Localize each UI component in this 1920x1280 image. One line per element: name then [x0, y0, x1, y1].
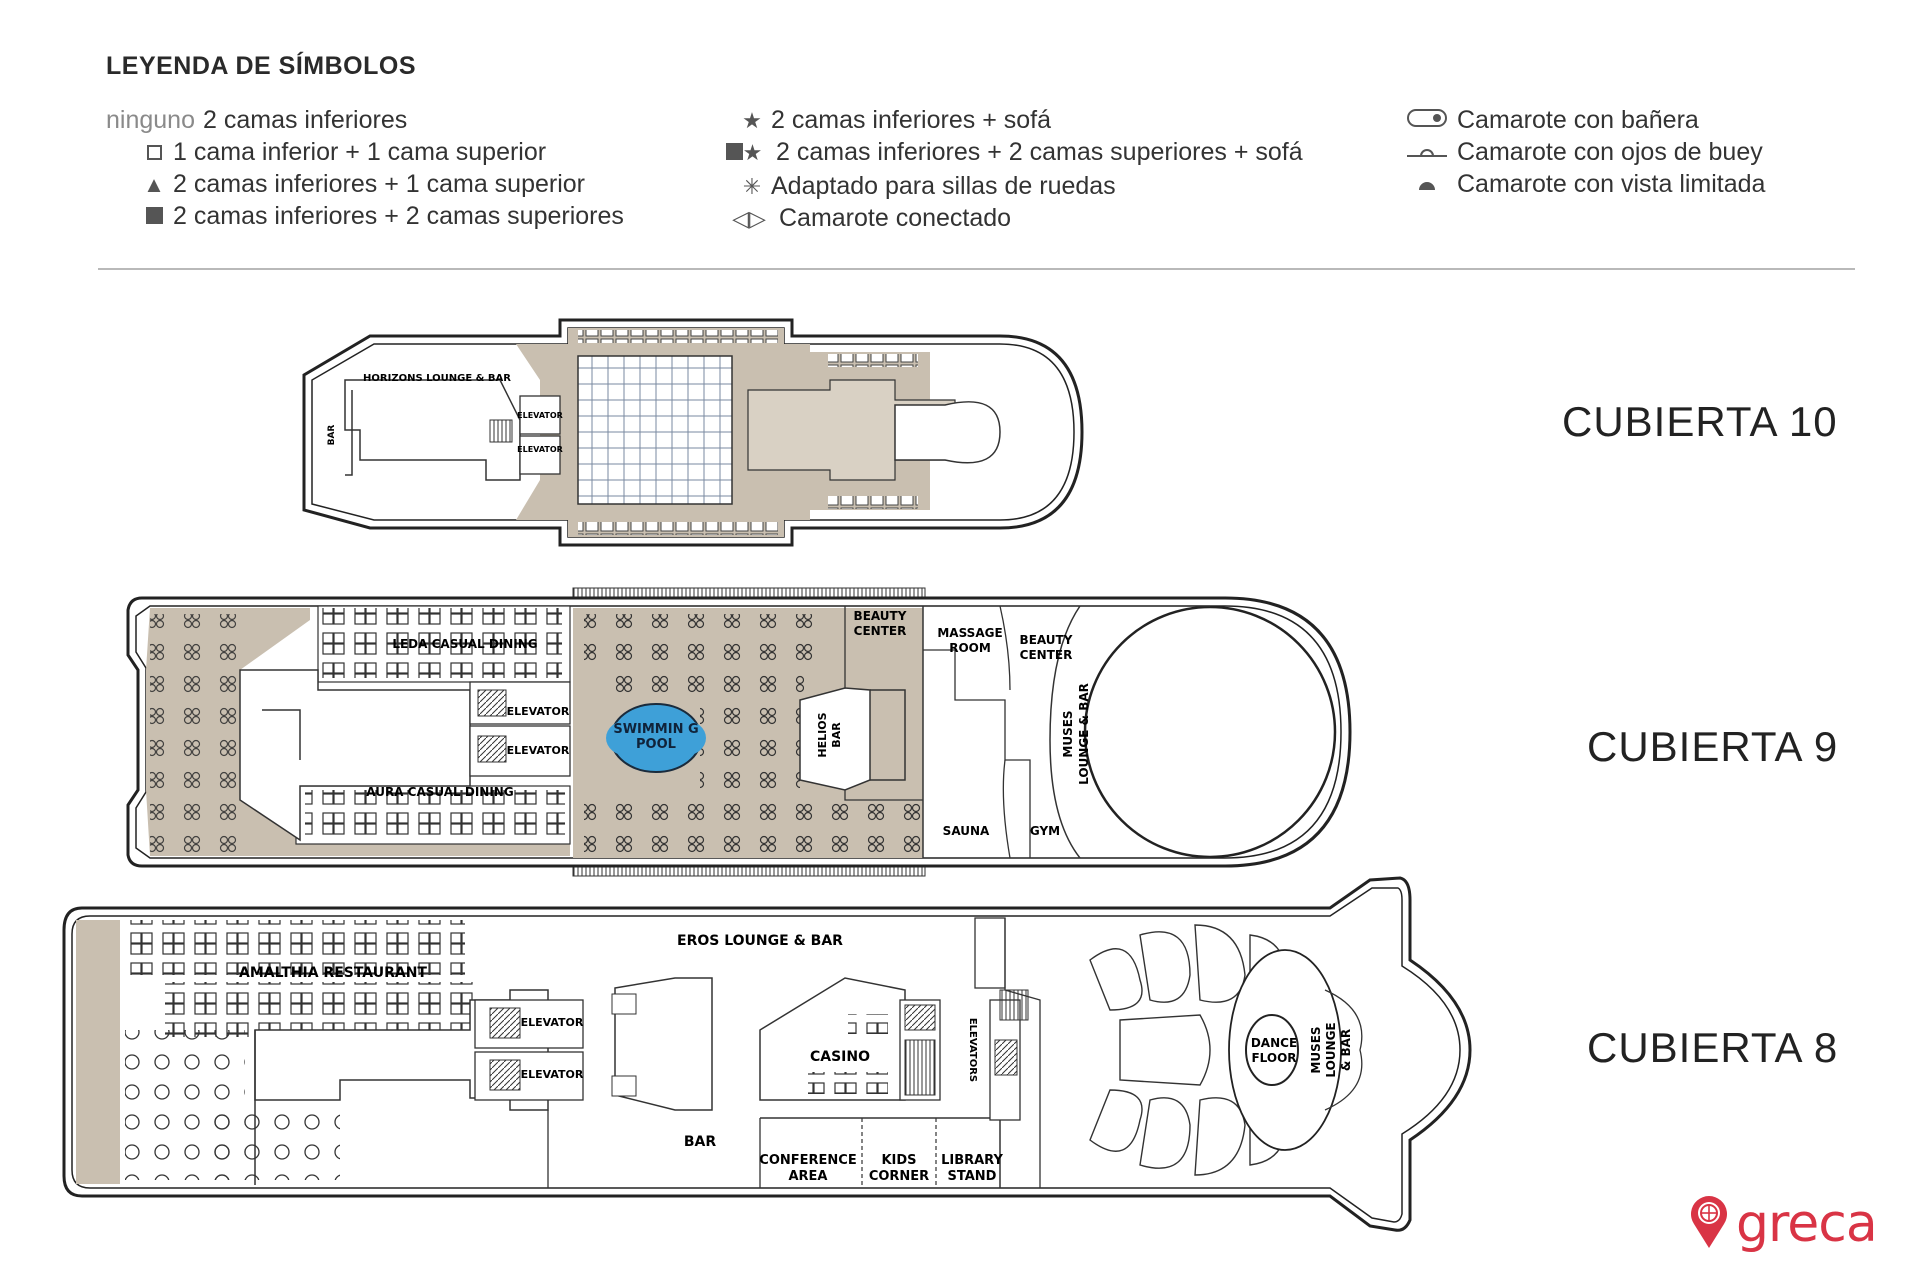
deck9-sauna-label: SAUNA	[943, 824, 990, 838]
deck9-muses-label-1: MUSES	[1061, 710, 1075, 757]
deck8-library-label-1: LIBRARY	[941, 1153, 1003, 1168]
legend-item-square-star: ★ 2 camas inferiores + 2 camas superiore…	[720, 138, 1303, 167]
legend-text: 2 camas inferiores	[202, 106, 408, 134]
legend-item-limited-view: Camarote con vista limitada	[1405, 170, 1765, 199]
deck9-helios-label-1: HELIOS	[816, 712, 829, 757]
deck-8-plan	[62, 876, 1472, 1232]
deck9-helios-label-2: BAR	[830, 722, 843, 748]
deck9-aura-label: AURA CASUAL DINING	[366, 785, 513, 799]
deck8-elevators-label: ELEVATORS	[967, 1018, 978, 1082]
deck8-elevator2-label: ELEVATOR	[521, 1068, 584, 1081]
limited-view-icon	[1405, 172, 1449, 198]
legend-text: 2 camas inferiores + 2 camas superiores	[173, 202, 624, 230]
deck-10-plan	[302, 318, 1084, 547]
legend-divider	[98, 268, 1855, 270]
wheelchair-asterisk-icon: ✳	[742, 173, 762, 199]
legend-item-asterisk: ✳ Adaptado para sillas de ruedas	[741, 172, 1116, 201]
legend-text: 2 camas inferiores + 1 cama superior	[173, 170, 585, 198]
deck10-elevator1-label: ELEVATOR	[517, 411, 563, 420]
deck9-beauty1-label-2: CENTER	[854, 624, 907, 638]
legend-title: LEYENDA DE SÍMBOLOS	[106, 52, 416, 80]
star-icon: ★	[742, 107, 762, 133]
deck-9-plan	[126, 587, 1352, 877]
legend-text: Camarote conectado	[779, 204, 1012, 232]
legend-item-none: ninguno 2 camas inferiores	[106, 106, 407, 135]
legend-text: Camarote con vista limitada	[1457, 170, 1766, 198]
deck-10-label: CUBIERTA 10	[1562, 398, 1838, 445]
legend-item-star: ★ 2 camas inferiores + sofá	[741, 106, 1051, 135]
legend-text: Adaptado para sillas de ruedas	[771, 172, 1116, 200]
deck9-pool-label-1: SWIMMIN G	[613, 722, 698, 737]
bathtub-icon	[1405, 108, 1449, 134]
legend-item-filled-square: 2 camas inferiores + 2 camas superiores	[143, 202, 624, 231]
legend-text: 1 cama inferior + 1 cama superior	[173, 138, 547, 166]
open-square-icon	[143, 140, 165, 166]
deck8-dance-label-2: FLOOR	[1251, 1051, 1296, 1065]
deck8-muses-label-3: & BAR	[1339, 1029, 1353, 1071]
deck9-pool-label-2: POOL	[636, 737, 676, 752]
legend-item-porthole: Camarote con ojos de buey	[1405, 138, 1763, 167]
legend-item-bathtub: Camarote con bañera	[1405, 106, 1699, 135]
deck8-conference-label-2: AREA	[788, 1169, 827, 1184]
location-pin-icon	[1688, 1192, 1730, 1255]
deck8-muses-label-2: LOUNGE	[1324, 1022, 1338, 1077]
deck8-casino-label: CASINO	[810, 1049, 870, 1065]
filled-square-icon	[143, 204, 165, 230]
legend-none-prefix: ninguno	[106, 106, 195, 134]
deck8-library-label-2: STAND	[948, 1169, 997, 1184]
deck-8-label: CUBIERTA 8	[1587, 1024, 1839, 1071]
legend-text: 2 camas inferiores + 2 camas superiores …	[776, 138, 1303, 166]
deck9-leda-label: LEDA CASUAL DINING	[392, 637, 537, 651]
square-star-icon: ★	[720, 140, 768, 166]
deck10-horizons-label: HORIZONS LOUNGE & BAR	[363, 373, 511, 384]
deck9-muses-label-2: LOUNGE & BAR	[1077, 683, 1091, 785]
deck9-beauty2-label-1: BEAUTY	[1020, 633, 1073, 647]
deck8-eros-label: EROS LOUNGE & BAR	[677, 933, 843, 949]
deck8-elevator1-label: ELEVATOR	[521, 1016, 584, 1029]
legend-text: Camarote con ojos de buey	[1457, 138, 1763, 166]
deck9-elevator1-label: ELEVATOR	[507, 705, 570, 718]
deck8-muses-label-1: MUSES	[1309, 1026, 1323, 1073]
deck8-dance-label-1: DANCE	[1251, 1036, 1297, 1050]
legend-text: Camarote con bañera	[1457, 106, 1699, 134]
deck9-gym-label: GYM	[1030, 824, 1060, 838]
deck8-kids-label-1: KIDS	[881, 1153, 916, 1168]
porthole-icon	[1405, 140, 1449, 166]
deck10-bar-label: BAR	[327, 425, 337, 446]
deck8-kids-label-2: CORNER	[869, 1169, 929, 1184]
deck9-beauty2-label-2: CENTER	[1020, 648, 1073, 662]
deck8-conference-label-1: CONFERENCE	[759, 1153, 856, 1168]
deck-9-label: CUBIERTA 9	[1587, 723, 1839, 770]
deck9-massage-label-2: ROOM	[949, 641, 991, 655]
deck9-massage-label-1: MASSAGE	[937, 626, 1002, 640]
legend-item-open-square: 1 cama inferior + 1 cama superior	[143, 138, 546, 167]
legend-item-triangle: ▲ 2 camas inferiores + 1 cama superior	[143, 170, 585, 199]
deck9-beauty1-label-1: BEAUTY	[854, 609, 907, 623]
legend-text: 2 camas inferiores + sofá	[771, 106, 1051, 134]
deck8-bar-label: BAR	[684, 1134, 717, 1150]
greca-logo: greca	[1688, 1192, 1878, 1255]
deck9-elevator2-label: ELEVATOR	[507, 744, 570, 757]
triangle-icon: ▲	[143, 171, 165, 197]
brand-name: greca	[1736, 1193, 1878, 1254]
deck8-amalthia-label: AMALTHIA RESTAURANT	[239, 965, 427, 981]
legend-item-connecting: ◁▷ Camarote conectado	[727, 204, 1011, 233]
deck10-elevator2-label: ELEVATOR	[517, 445, 563, 454]
connecting-arrows-icon: ◁▷	[732, 205, 766, 231]
